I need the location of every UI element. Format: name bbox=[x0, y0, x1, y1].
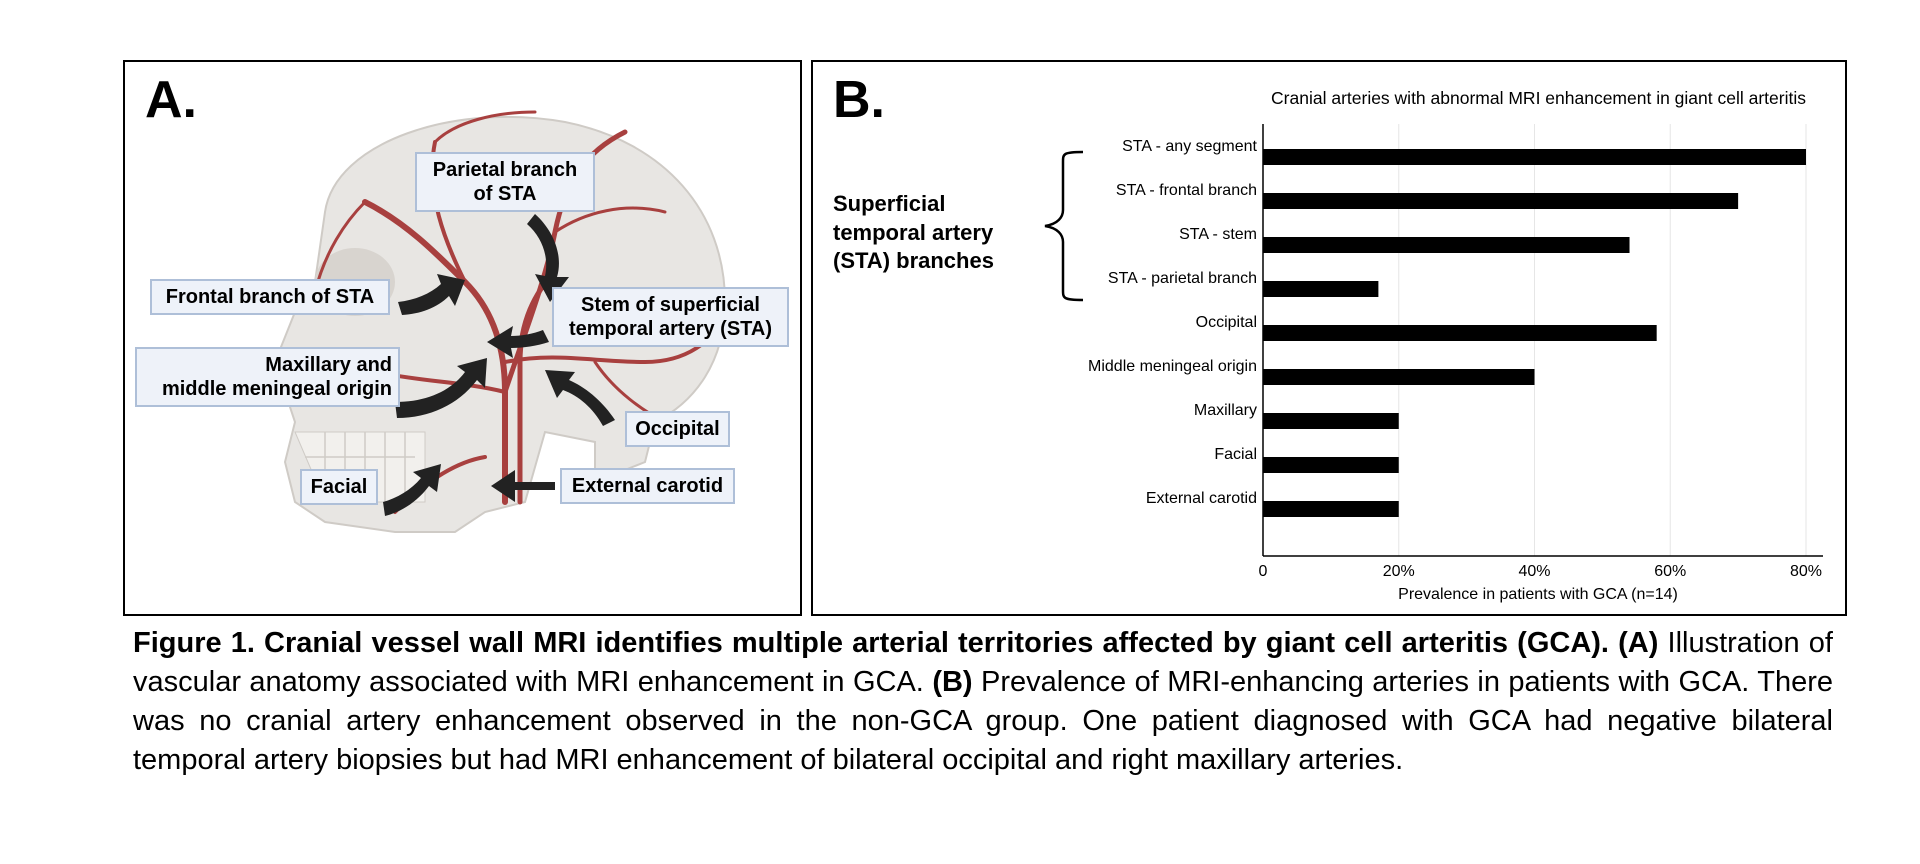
callout-parietal-line2: of STA bbox=[473, 183, 537, 205]
sta-group-label: Superficial temporal artery (STA) branch… bbox=[833, 190, 994, 276]
callout-external-carotid: External carotid bbox=[560, 468, 735, 504]
caption-title: Figure 1. Cranial vessel wall MRI identi… bbox=[133, 627, 1609, 659]
arrow-occipital bbox=[545, 370, 615, 426]
category-label: External carotid bbox=[1146, 490, 1257, 507]
sta-group-line2: temporal artery bbox=[833, 219, 994, 245]
x-axis-label: Prevalence in patients with GCA (n=14) bbox=[1398, 586, 1678, 603]
x-tick-label: 0 bbox=[1259, 563, 1268, 580]
arrow-frontal bbox=[398, 274, 465, 315]
head-arteries-illustration bbox=[273, 110, 727, 533]
callout-stem: Stem of superficial temporal artery (STA… bbox=[552, 287, 789, 347]
bar-chart: Cranial arteries with abnormal MRI enhan… bbox=[1044, 88, 1823, 603]
bar bbox=[1263, 369, 1535, 385]
bar bbox=[1263, 325, 1657, 341]
bar bbox=[1263, 501, 1399, 517]
callout-maxillary-line1: Maxillary and bbox=[265, 354, 392, 376]
category-label: Middle meningeal origin bbox=[1088, 358, 1257, 375]
category-label: STA - stem bbox=[1179, 226, 1257, 243]
skull bbox=[273, 115, 727, 533]
caption-a-label: (A) bbox=[1618, 627, 1659, 659]
arrow-facial bbox=[383, 464, 441, 516]
pointer-arrows bbox=[383, 214, 615, 516]
callout-occipital: Occipital bbox=[625, 411, 730, 447]
chart-title: Cranial arteries with abnormal MRI enhan… bbox=[1271, 88, 1806, 108]
callout-maxillary-line2: middle meningeal origin bbox=[161, 378, 392, 400]
category-label: Facial bbox=[1214, 446, 1257, 463]
bar bbox=[1263, 457, 1399, 473]
chart-bars bbox=[1263, 149, 1806, 517]
panel-b: B. Superficial temporal artery (STA) bra… bbox=[811, 60, 1847, 616]
chart-x-ticks: 0 20% 40% 60% 80% bbox=[1259, 563, 1822, 580]
caption-b-text: Prevalence of MRI-enhancing arteries in … bbox=[133, 666, 1834, 776]
sta-brace bbox=[1044, 150, 1084, 302]
callout-frontal: Frontal branch of STA bbox=[150, 279, 390, 315]
bar bbox=[1263, 413, 1399, 429]
callout-parietal-line1: Parietal branch bbox=[432, 159, 578, 181]
arrow-stem bbox=[487, 326, 549, 358]
callout-parietal: Parietal branch of STA bbox=[415, 152, 595, 212]
arrow-maxillary bbox=[395, 358, 487, 418]
bar bbox=[1263, 281, 1379, 297]
category-label: STA - parietal branch bbox=[1108, 270, 1257, 287]
callout-facial: Facial bbox=[300, 469, 378, 505]
panel-a: A. Parietal branch of STA Frontal branch… bbox=[123, 60, 802, 616]
caption-b-label: (B) bbox=[932, 666, 973, 698]
x-tick-label: 20% bbox=[1383, 563, 1415, 580]
bar bbox=[1263, 237, 1630, 253]
x-tick-label: 40% bbox=[1518, 563, 1550, 580]
callout-maxillary: Maxillary and middle meningeal origin bbox=[135, 347, 400, 407]
x-tick-label: 80% bbox=[1790, 563, 1822, 580]
arrow-external bbox=[491, 470, 555, 502]
callout-stem-line1: Stem of superficial bbox=[581, 294, 760, 316]
sta-group-line1: Superficial bbox=[833, 191, 946, 216]
sta-group-line3: (STA) branches bbox=[833, 248, 994, 274]
category-label: Occipital bbox=[1196, 314, 1257, 331]
caption-a-text: Illustration of vascular anatomy associa… bbox=[133, 627, 1833, 698]
category-label: STA - any segment bbox=[1122, 138, 1257, 155]
figure-caption: Figure 1. Cranial vessel wall MRI identi… bbox=[133, 624, 1833, 780]
bar bbox=[1263, 193, 1739, 209]
panel-a-letter: A. bbox=[145, 71, 197, 129]
category-label: STA - frontal branch bbox=[1116, 182, 1257, 199]
category-label: Maxillary bbox=[1194, 402, 1257, 419]
bar bbox=[1263, 149, 1806, 165]
panel-b-letter: B. bbox=[833, 71, 885, 129]
x-tick-label: 60% bbox=[1654, 563, 1686, 580]
callout-stem-line2: temporal artery (STA) bbox=[568, 318, 772, 340]
arrow-parietal bbox=[527, 214, 569, 302]
